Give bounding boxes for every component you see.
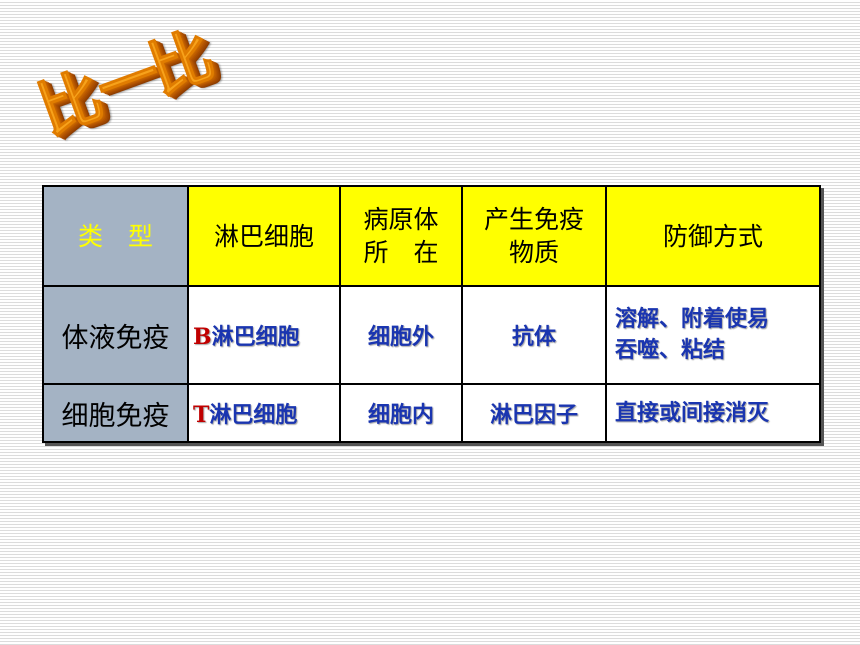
header-lymphocyte: 淋巴细胞	[187, 185, 341, 287]
substance-cell: 抗体	[461, 285, 607, 385]
row-label-cellular: 细胞免疫	[42, 383, 189, 443]
defense-cell: 直接或间接消灭	[605, 383, 821, 443]
defense-line-1: 溶解、附着使易	[615, 307, 770, 332]
lymphocyte-text: 淋巴细胞	[211, 325, 300, 350]
header-pathogen-line1: 病原体	[363, 205, 439, 234]
header-defense: 防御方式	[605, 185, 821, 287]
lymphocyte-text: 淋巴细胞	[209, 403, 298, 428]
table-row: 体液免疫 B淋巴细胞 细胞外 抗体 溶解、附着使易 吞噬、粘结	[42, 285, 821, 385]
row-label-humoral: 体液免疫	[42, 285, 189, 385]
lymphocyte-prefix: T	[193, 402, 210, 428]
lymphocyte-cell: B淋巴细胞	[187, 285, 341, 385]
table-header-row: 类 型 淋巴细胞 病原体 所 在 产生免疫 物质 防御方式	[42, 185, 821, 287]
header-substance-line2: 物质	[508, 238, 559, 267]
pathogen-location-cell: 细胞外	[339, 285, 463, 385]
header-substance: 产生免疫 物质	[461, 185, 607, 287]
header-substance-line1: 产生免疫	[483, 205, 584, 234]
table-row: 细胞免疫 T淋巴细胞 细胞内 淋巴因子 直接或间接消灭	[42, 383, 821, 443]
lymphocyte-prefix: B	[193, 324, 212, 350]
defense-line-2: 吞噬、粘结	[615, 338, 726, 363]
immunity-comparison-table: 类 型 淋巴细胞 病原体 所 在 产生免疫 物质 防御方式 体液免疫 B淋巴细胞…	[42, 185, 821, 443]
header-type: 类 型	[42, 185, 189, 287]
slide-title-art: 比 一 比	[13, 0, 231, 148]
substance-cell: 淋巴因子	[461, 383, 607, 443]
defense-cell: 溶解、附着使易 吞噬、粘结	[605, 285, 821, 385]
header-pathogen-line2: 所 在	[363, 238, 439, 267]
header-pathogen-location: 病原体 所 在	[339, 185, 463, 287]
pathogen-location-cell: 细胞内	[339, 383, 463, 443]
lymphocyte-cell: T淋巴细胞	[187, 383, 341, 443]
